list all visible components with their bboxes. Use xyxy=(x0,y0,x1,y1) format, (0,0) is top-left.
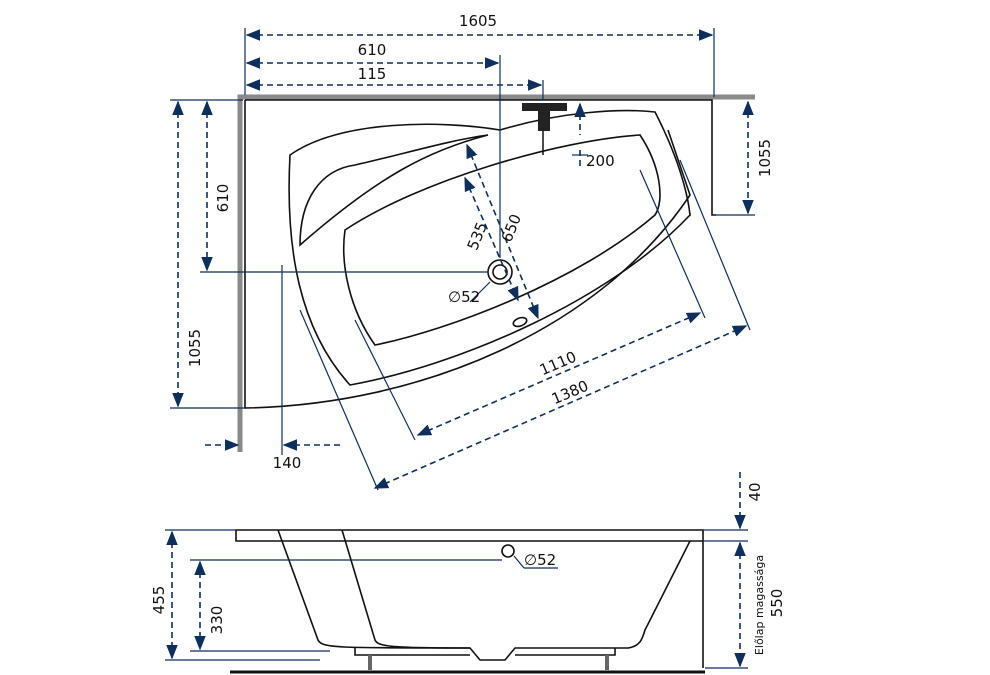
dim-455: 455 xyxy=(150,586,168,615)
dim-1605: 1605 xyxy=(459,12,497,30)
dim-140: 140 xyxy=(273,454,302,472)
tub-outline xyxy=(244,99,716,409)
dim-overflow-diameter: ∅52 xyxy=(524,551,556,569)
wall xyxy=(237,94,755,452)
dim-40: 40 xyxy=(746,482,764,501)
dim-650: 650 xyxy=(498,211,525,244)
dim-115: 115 xyxy=(358,65,387,83)
dim-1055-right: 1055 xyxy=(756,139,774,177)
top-view: 1605 610 115 610 1055 1055 200 535 650 ∅… xyxy=(170,12,774,491)
tub-rim-outer xyxy=(288,109,691,386)
drain-inner xyxy=(492,264,508,280)
dim-1055-left: 1055 xyxy=(186,329,204,367)
side-inner xyxy=(341,529,471,649)
dim-610-left: 610 xyxy=(214,184,232,213)
panel-height-label: Előlap magassága xyxy=(753,555,766,655)
side-rim xyxy=(235,529,704,542)
drain xyxy=(487,259,513,285)
side-shell xyxy=(277,529,691,661)
dim-330: 330 xyxy=(208,606,226,635)
dim-535: 535 xyxy=(464,219,491,252)
overflow-side xyxy=(501,544,515,558)
dim-610-top: 610 xyxy=(358,41,387,59)
dim-drain-diameter: ∅52 xyxy=(448,288,480,306)
side-view: 455 330 ∅52 40 Előlap magassága 550 xyxy=(150,472,786,674)
backrest xyxy=(299,134,489,247)
dim-550: 550 xyxy=(768,589,786,618)
side-feet xyxy=(354,648,616,656)
tap-icon xyxy=(522,103,567,155)
dim-200: 200 xyxy=(586,152,615,170)
